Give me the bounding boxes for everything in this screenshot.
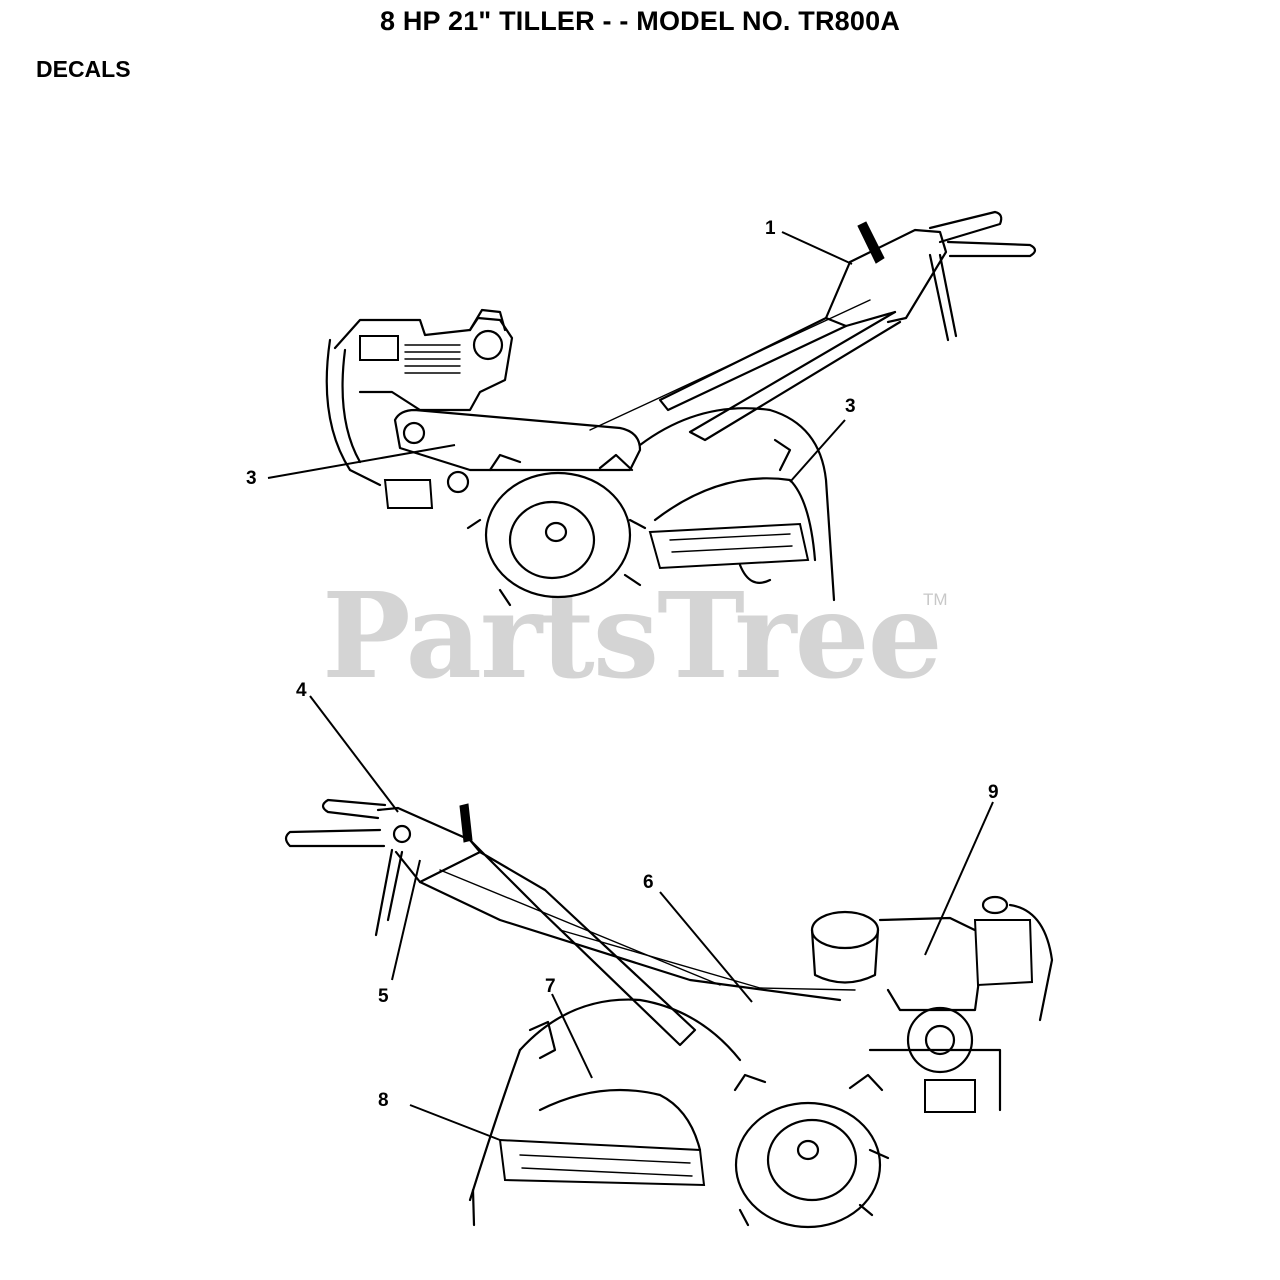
page-title: 8 HP 21" TILLER - - MODEL NO. TR800A xyxy=(379,6,901,36)
callout-3-belt-guard: 3 xyxy=(246,444,456,489)
tiller-top-illustration xyxy=(325,210,1037,607)
callout-7: 7 xyxy=(545,976,593,1079)
callout-1: 1 xyxy=(765,218,853,265)
callout-9: 9 xyxy=(924,782,999,956)
callout-label: 1 xyxy=(765,218,776,239)
watermark-text: PartsTree xyxy=(322,566,943,705)
callout-label: 5 xyxy=(378,986,389,1007)
trademark-mark: TM xyxy=(923,590,948,609)
callout-3-tine-hood: 3 xyxy=(789,396,856,483)
callout-label: 4 xyxy=(296,680,307,701)
callout-label: 6 xyxy=(643,872,654,893)
callout-label: 8 xyxy=(378,1090,389,1111)
callout-8: 8 xyxy=(378,1090,501,1141)
callout-6: 6 xyxy=(643,872,753,1003)
tiller-bottom-illustration xyxy=(284,798,1054,1229)
callout-label: 3 xyxy=(845,396,856,417)
callout-label: 3 xyxy=(246,468,257,489)
callout-label: 7 xyxy=(545,976,556,997)
callout-label: 9 xyxy=(988,782,999,803)
section-heading: DECALS xyxy=(36,56,131,82)
callout-4: 4 xyxy=(296,680,399,813)
callout-5: 5 xyxy=(378,859,421,1007)
